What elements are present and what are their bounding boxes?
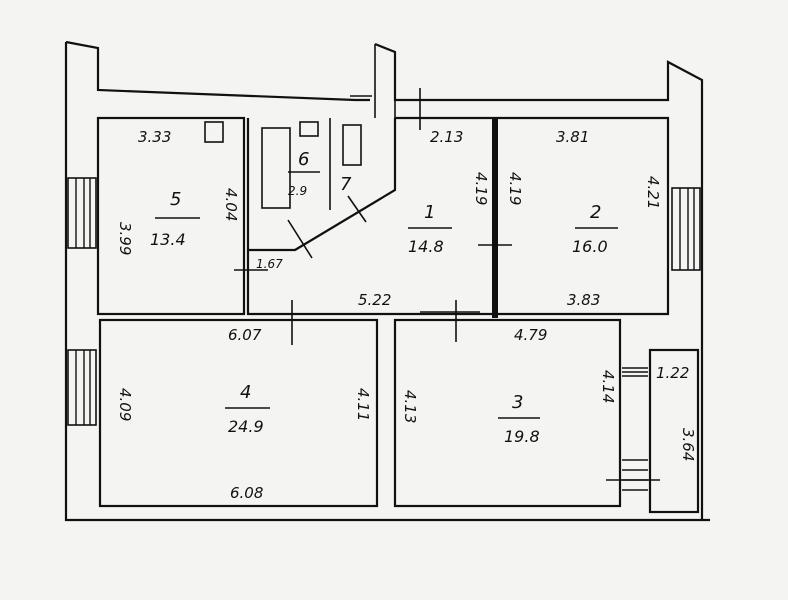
dim-r3-top: 4.79	[514, 326, 547, 344]
room-4-area: 24.9	[228, 417, 264, 436]
dim-balcony-length: 3.64	[679, 428, 697, 461]
windows	[67, 177, 701, 491]
dim-r4-top: 6.07	[228, 326, 262, 344]
dim-r5-left: 3.99	[116, 222, 134, 255]
window-room-5	[67, 177, 97, 249]
balcony-outline	[648, 348, 700, 514]
dim-r2-bottom: 3.83	[567, 291, 600, 309]
room-3-number: 3	[512, 392, 523, 413]
door-marks	[234, 88, 512, 345]
dim-r2-top: 3.81	[556, 128, 589, 146]
window-room-3	[606, 367, 660, 491]
dim-r3-left: 4.13	[401, 390, 419, 423]
room-1-area: 14.8	[408, 237, 444, 256]
dim-r4-left: 4.09	[116, 388, 134, 421]
room-4-number: 4	[240, 382, 251, 403]
window-room-4	[67, 349, 97, 426]
room-labels: 5 13.4 6 2.9 7 1 14.8 2 16.0 4 24.9 3 19…	[150, 149, 618, 446]
dim-r5-top: 3.33	[138, 128, 171, 146]
dim-r1-left: 4.19	[472, 172, 490, 205]
dim-r4-right: 4.11	[354, 388, 372, 421]
sink	[299, 121, 319, 137]
room-6-area: 2.9	[288, 184, 307, 198]
room-7-number: 7	[340, 174, 352, 195]
room-5-number: 5	[170, 189, 181, 210]
room-6-number: 6	[298, 149, 309, 170]
dim-r4-bottom: 6.08	[230, 484, 263, 502]
dim-r1-right: 4.19	[506, 172, 524, 205]
room-1-number: 1	[424, 202, 435, 223]
window-room-2	[671, 187, 701, 271]
toilet	[342, 124, 362, 166]
room-5-outline	[96, 116, 246, 316]
dim-balcony-width: 1.22	[656, 364, 689, 382]
dim-corridor-top: 2.13	[430, 128, 463, 146]
room-4-outline	[98, 318, 379, 508]
bathtub	[261, 127, 291, 209]
dim-r2-right: 4.21	[644, 176, 662, 209]
kitchen-stove	[204, 121, 224, 143]
dimension-labels: 3.33 3.99 4.04 2.13 4.19 4.19 3.81 4.21 …	[116, 128, 697, 502]
room-5-area: 13.4	[150, 230, 186, 249]
dim-hall-bottom: 5.22	[358, 291, 391, 309]
room-2-area: 16.0	[572, 237, 608, 256]
dim-r5-right: 4.04	[222, 188, 240, 221]
interior-walls	[96, 116, 700, 514]
dim-r3-right: 4.14	[599, 370, 617, 403]
room-3-area: 19.8	[504, 427, 540, 446]
room-2-number: 2	[590, 202, 601, 223]
room-3-outline	[393, 318, 622, 508]
outer-walls	[64, 40, 710, 522]
dim-hall-small: 1.67	[256, 257, 283, 271]
